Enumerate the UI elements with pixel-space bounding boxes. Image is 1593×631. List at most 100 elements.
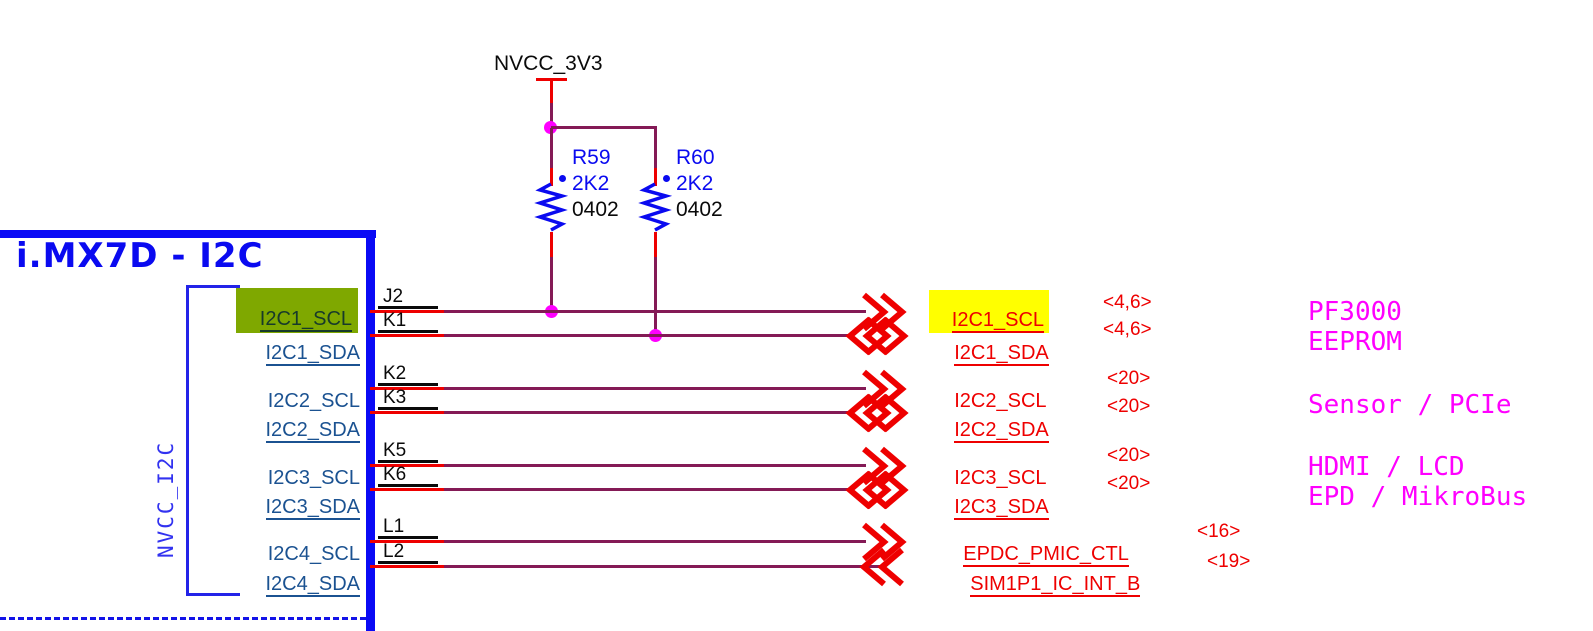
pin-number-underline <box>378 383 438 386</box>
pin-name[interactable]: I2C1_SCL <box>259 307 353 332</box>
pin-number-underline <box>378 306 438 309</box>
wire <box>551 126 657 129</box>
net-label[interactable]: I2C3_SDA <box>932 474 1049 520</box>
pin-number-underline <box>378 330 438 333</box>
offpage-out-icon[interactable] <box>860 522 908 562</box>
resistor-footprint[interactable]: 0402 <box>676 198 723 221</box>
wire <box>444 387 866 390</box>
resistor-symbol-r60[interactable] <box>638 182 673 234</box>
pin-name-text: I2C2_SCL <box>267 390 360 412</box>
wire <box>444 310 866 313</box>
pin-name[interactable]: I2C1_SDA <box>225 320 360 366</box>
symbol-box-right-edge <box>366 230 375 631</box>
junction-dot <box>544 121 557 134</box>
resistor-value[interactable]: 2K2 <box>676 172 714 195</box>
page-ref: <20> <box>1107 368 1151 389</box>
pin-name-text: I2C4_SDA <box>265 573 360 597</box>
wire <box>444 411 852 414</box>
pin-name-highlight[interactable]: I2C1_SCL <box>236 288 359 333</box>
pin-stub <box>370 488 448 491</box>
pin-number-underline <box>378 561 438 564</box>
pin-number: K3 <box>383 387 407 408</box>
pin-number-underline <box>378 460 438 463</box>
resistor-symbol-r59[interactable] <box>534 182 569 234</box>
pin-stub <box>370 387 448 390</box>
pin-name-text: I2C2_SDA <box>265 419 360 443</box>
pin-name[interactable]: I2C2_SDA <box>225 397 360 443</box>
symbol-title: i.MX7D - I2C <box>16 236 264 276</box>
resistor-lead <box>550 232 553 259</box>
bus-net-label[interactable]: NVCC_I2C <box>154 440 178 558</box>
bus-bracket <box>186 285 189 596</box>
pin-number: L2 <box>383 541 405 562</box>
bus-bracket <box>186 285 240 288</box>
offpage-in-icon[interactable] <box>858 547 906 587</box>
wire <box>444 334 852 337</box>
net-label[interactable]: I2C2_SDA <box>932 397 1049 443</box>
resistor-refdes[interactable]: R59 <box>572 146 611 169</box>
page-ref: <4,6> <box>1103 319 1152 340</box>
pin-number-underline <box>378 536 438 539</box>
pin-stub <box>370 464 448 467</box>
page-ref: <4,6> <box>1103 292 1152 313</box>
wire <box>654 257 657 337</box>
pin-number-underline <box>378 484 438 487</box>
wire <box>550 257 553 313</box>
pin-stub <box>370 334 448 337</box>
annotation-pf3000: PF3000 <box>1308 297 1402 327</box>
offpage-bidir-icon[interactable] <box>845 470 909 510</box>
net-label-text: EPDC_PMIC_CTL <box>963 543 1129 567</box>
resistor-lead <box>654 232 657 259</box>
annotation-hdmi-lcd: HDMI / LCD <box>1308 452 1465 482</box>
symbol-box-top-edge <box>0 230 376 238</box>
page-ref: <20> <box>1107 396 1151 417</box>
wire <box>444 464 866 467</box>
power-symbol-stem <box>550 78 553 105</box>
net-label-highlight[interactable]: I2C1_SCL <box>929 290 1050 333</box>
pin-number: L1 <box>383 516 405 537</box>
net-label[interactable]: I2C3_SCL <box>932 445 1047 489</box>
resistor-value[interactable]: 2K2 <box>572 172 610 195</box>
pin1-dot <box>663 175 670 182</box>
dashed-separator <box>0 617 366 620</box>
net-label[interactable]: I2C2_SCL <box>932 368 1046 412</box>
net-label-text: I2C3_SDA <box>954 496 1049 520</box>
resistor-refdes[interactable]: R60 <box>676 146 715 169</box>
pin-name-text: I2C3_SCL <box>267 467 360 489</box>
page-ref: <16> <box>1197 521 1241 542</box>
power-net-label[interactable]: NVCC_3V3 <box>494 52 603 75</box>
pin-name[interactable]: I2C4_SDA <box>225 551 360 597</box>
wire <box>444 488 852 491</box>
pin-name[interactable]: I2C4_SCL <box>225 521 360 565</box>
net-label[interactable]: EPDC_PMIC_CTL <box>941 521 1129 567</box>
wire <box>550 128 553 170</box>
resistor-lead <box>654 168 657 186</box>
wire <box>654 126 657 170</box>
pin-name[interactable]: I2C3_SCL <box>225 445 360 489</box>
pin-name-text: I2C3_SDA <box>265 496 360 520</box>
wire <box>550 103 553 130</box>
pin-stub <box>370 411 448 414</box>
pin-number: K5 <box>383 440 407 461</box>
page-ref: <20> <box>1107 445 1151 466</box>
net-label[interactable]: SIM1P1_IC_INT_B <box>948 551 1141 597</box>
net-label-text: I2C3_SCL <box>954 467 1047 489</box>
wire <box>444 540 866 543</box>
offpage-bidir-icon[interactable] <box>845 393 909 433</box>
pin-number: K6 <box>383 464 407 485</box>
offpage-bidir-icon[interactable] <box>845 316 909 356</box>
pin-number: K2 <box>383 363 407 384</box>
pin-stub <box>370 540 448 543</box>
net-label[interactable]: I2C1_SCL <box>951 308 1045 333</box>
pin-number: K1 <box>383 310 407 331</box>
annotation-sensor-pcie: Sensor / PCIe <box>1308 390 1512 420</box>
resistor-footprint[interactable]: 0402 <box>572 198 619 221</box>
pin-name[interactable]: I2C3_SDA <box>225 474 360 520</box>
net-label-text: SIM1P1_IC_INT_B <box>970 573 1141 597</box>
page-ref: <20> <box>1107 473 1151 494</box>
net-label[interactable]: I2C1_SDA <box>932 320 1049 366</box>
net-label-text: I2C2_SDA <box>954 419 1049 443</box>
annotation-epd-mikrobus: EPD / MikroBus <box>1308 482 1528 512</box>
pin-name[interactable]: I2C2_SCL <box>225 368 360 412</box>
annotation-eeprom: EEPROM <box>1308 327 1402 357</box>
